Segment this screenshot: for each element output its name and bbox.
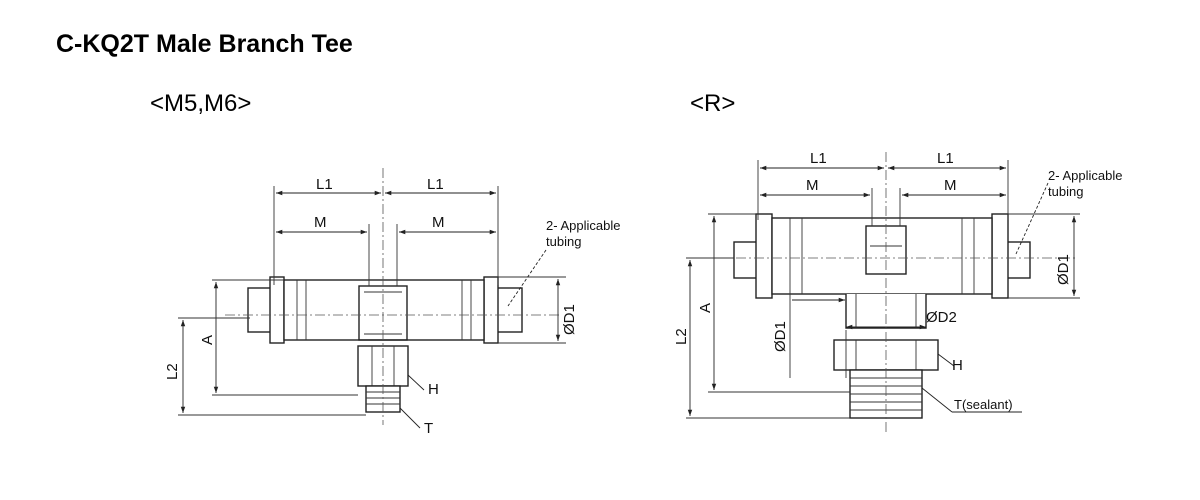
right-tube-stub — [495, 287, 523, 333]
drawing-m5-m6: L1 L1 M M ØD1 2- Applicable tubing A L2 … — [164, 168, 620, 437]
right-release-collar — [483, 276, 499, 344]
right-note-tubing-line2: tubing — [1048, 184, 1083, 199]
right-label-d1: ØD1 — [1055, 254, 1072, 285]
left-label-l2: L2 — [164, 363, 181, 380]
variant-heading-m5-m6: <M5,M6> — [150, 90, 252, 117]
r-left-release-collar — [755, 213, 773, 299]
right-label-m-left: M — [806, 177, 819, 194]
left-label-l1-left: L1 — [316, 176, 333, 193]
left-note-tubing-line1: 2- Applicable — [546, 218, 620, 233]
left-label-m-left: M — [314, 214, 327, 231]
right-label-m-right: M — [944, 177, 957, 194]
left-label-t: T — [424, 420, 433, 437]
right-label-l1-left: L1 — [810, 150, 827, 167]
r-right-tube-stub — [1005, 241, 1031, 279]
left-label-l1-right: L1 — [427, 176, 444, 193]
tee-body — [283, 279, 485, 341]
right-label-t-sealant: T(sealant) — [954, 397, 1013, 412]
r-tee-body — [771, 217, 993, 295]
right-label-d2: ØD2 — [926, 309, 957, 326]
right-note-tubing-line1: 2- Applicable — [1048, 168, 1122, 183]
right-label-d1-bottom: ØD1 — [772, 321, 789, 352]
right-label-l2: L2 — [673, 328, 690, 345]
right-label-l1-right: L1 — [937, 150, 954, 167]
right-label-h: H — [952, 357, 963, 374]
left-label-m-right: M — [432, 214, 445, 231]
left-release-collar — [269, 276, 285, 344]
left-label-d1: ØD1 — [561, 304, 578, 335]
right-label-a: A — [697, 303, 714, 313]
r-right-release-collar — [991, 213, 1009, 299]
variant-heading-r: <R> — [690, 90, 736, 117]
drawing-r: L1 L1 M M ØD1 2- Applicable tubing A L2 … — [673, 150, 1122, 432]
left-note-tubing-line2: tubing — [546, 234, 581, 249]
page-title: C-KQ2T Male Branch Tee — [56, 30, 353, 58]
r-left-tube-stub — [733, 241, 759, 279]
left-label-h: H — [428, 381, 439, 398]
left-label-a: A — [199, 335, 216, 345]
